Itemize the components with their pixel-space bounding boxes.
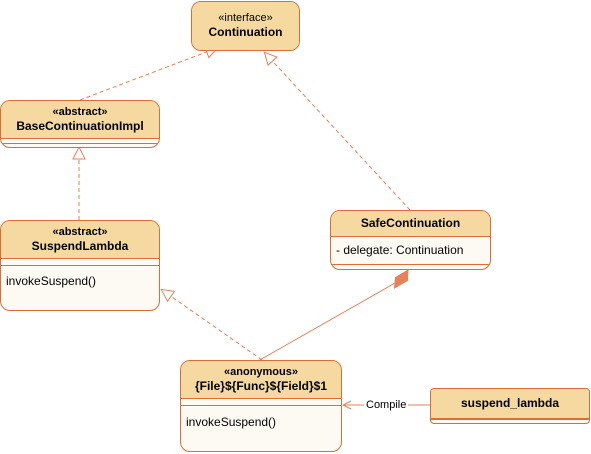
- realization-safe-to-continuation: [265, 53, 411, 211]
- base-impl-stereotype: «abstract»: [52, 105, 108, 118]
- class-safe-continuation[interactable]: SafeContinuation - delegate: Continuatio…: [330, 210, 491, 270]
- safe-continuation-name: SafeContinuation: [360, 216, 461, 230]
- class-anonymous[interactable]: «anonymous» {File}${Func}${Field}$1 invo…: [180, 360, 342, 452]
- node-suspend-lambda[interactable]: suspend_lambda: [430, 388, 590, 424]
- base-impl-name: BaseContinuationImpl: [16, 118, 144, 133]
- compile-label: Compile: [364, 399, 409, 412]
- suspend-lambda-source-name: suspend_lambda: [460, 396, 560, 410]
- suspend-lambda-stereotype: «abstract»: [52, 225, 108, 238]
- class-base-continuation-impl[interactable]: «abstract» BaseContinuationImpl: [0, 100, 160, 148]
- suspend-lambda-method: invokeSuspend(): [6, 274, 97, 288]
- anonymous-name: {File}${Func}${Field}$1: [194, 378, 328, 393]
- anonymous-stereotype: «anonymous»: [224, 365, 298, 378]
- inheritance-anonymous-to-suspendlambda: [162, 290, 263, 361]
- suspend-lambda-divider: [1, 259, 159, 266]
- composition-diamond: [393, 269, 409, 289]
- anonymous-divider: [181, 399, 341, 406]
- safe-continuation-divider: [331, 264, 490, 265]
- safe-continuation-field: - delegate: Continuation: [336, 243, 464, 257]
- continuation-stereotype: «interface»: [218, 12, 273, 24]
- base-impl-divider: [1, 139, 159, 144]
- anonymous-method: invokeSuspend(): [186, 415, 277, 429]
- class-suspend-lambda[interactable]: «abstract» SuspendLambda invokeSuspend(): [0, 220, 160, 311]
- continuation-name: Continuation: [208, 25, 283, 39]
- suspend-lambda-source-divider: [431, 419, 589, 420]
- composition-line: [257, 282, 396, 362]
- class-continuation[interactable]: «interface» Continuation: [191, 1, 300, 51]
- suspend-lambda-name: SuspendLambda: [31, 238, 129, 253]
- realization-base-to-continuation: [79, 48, 217, 101]
